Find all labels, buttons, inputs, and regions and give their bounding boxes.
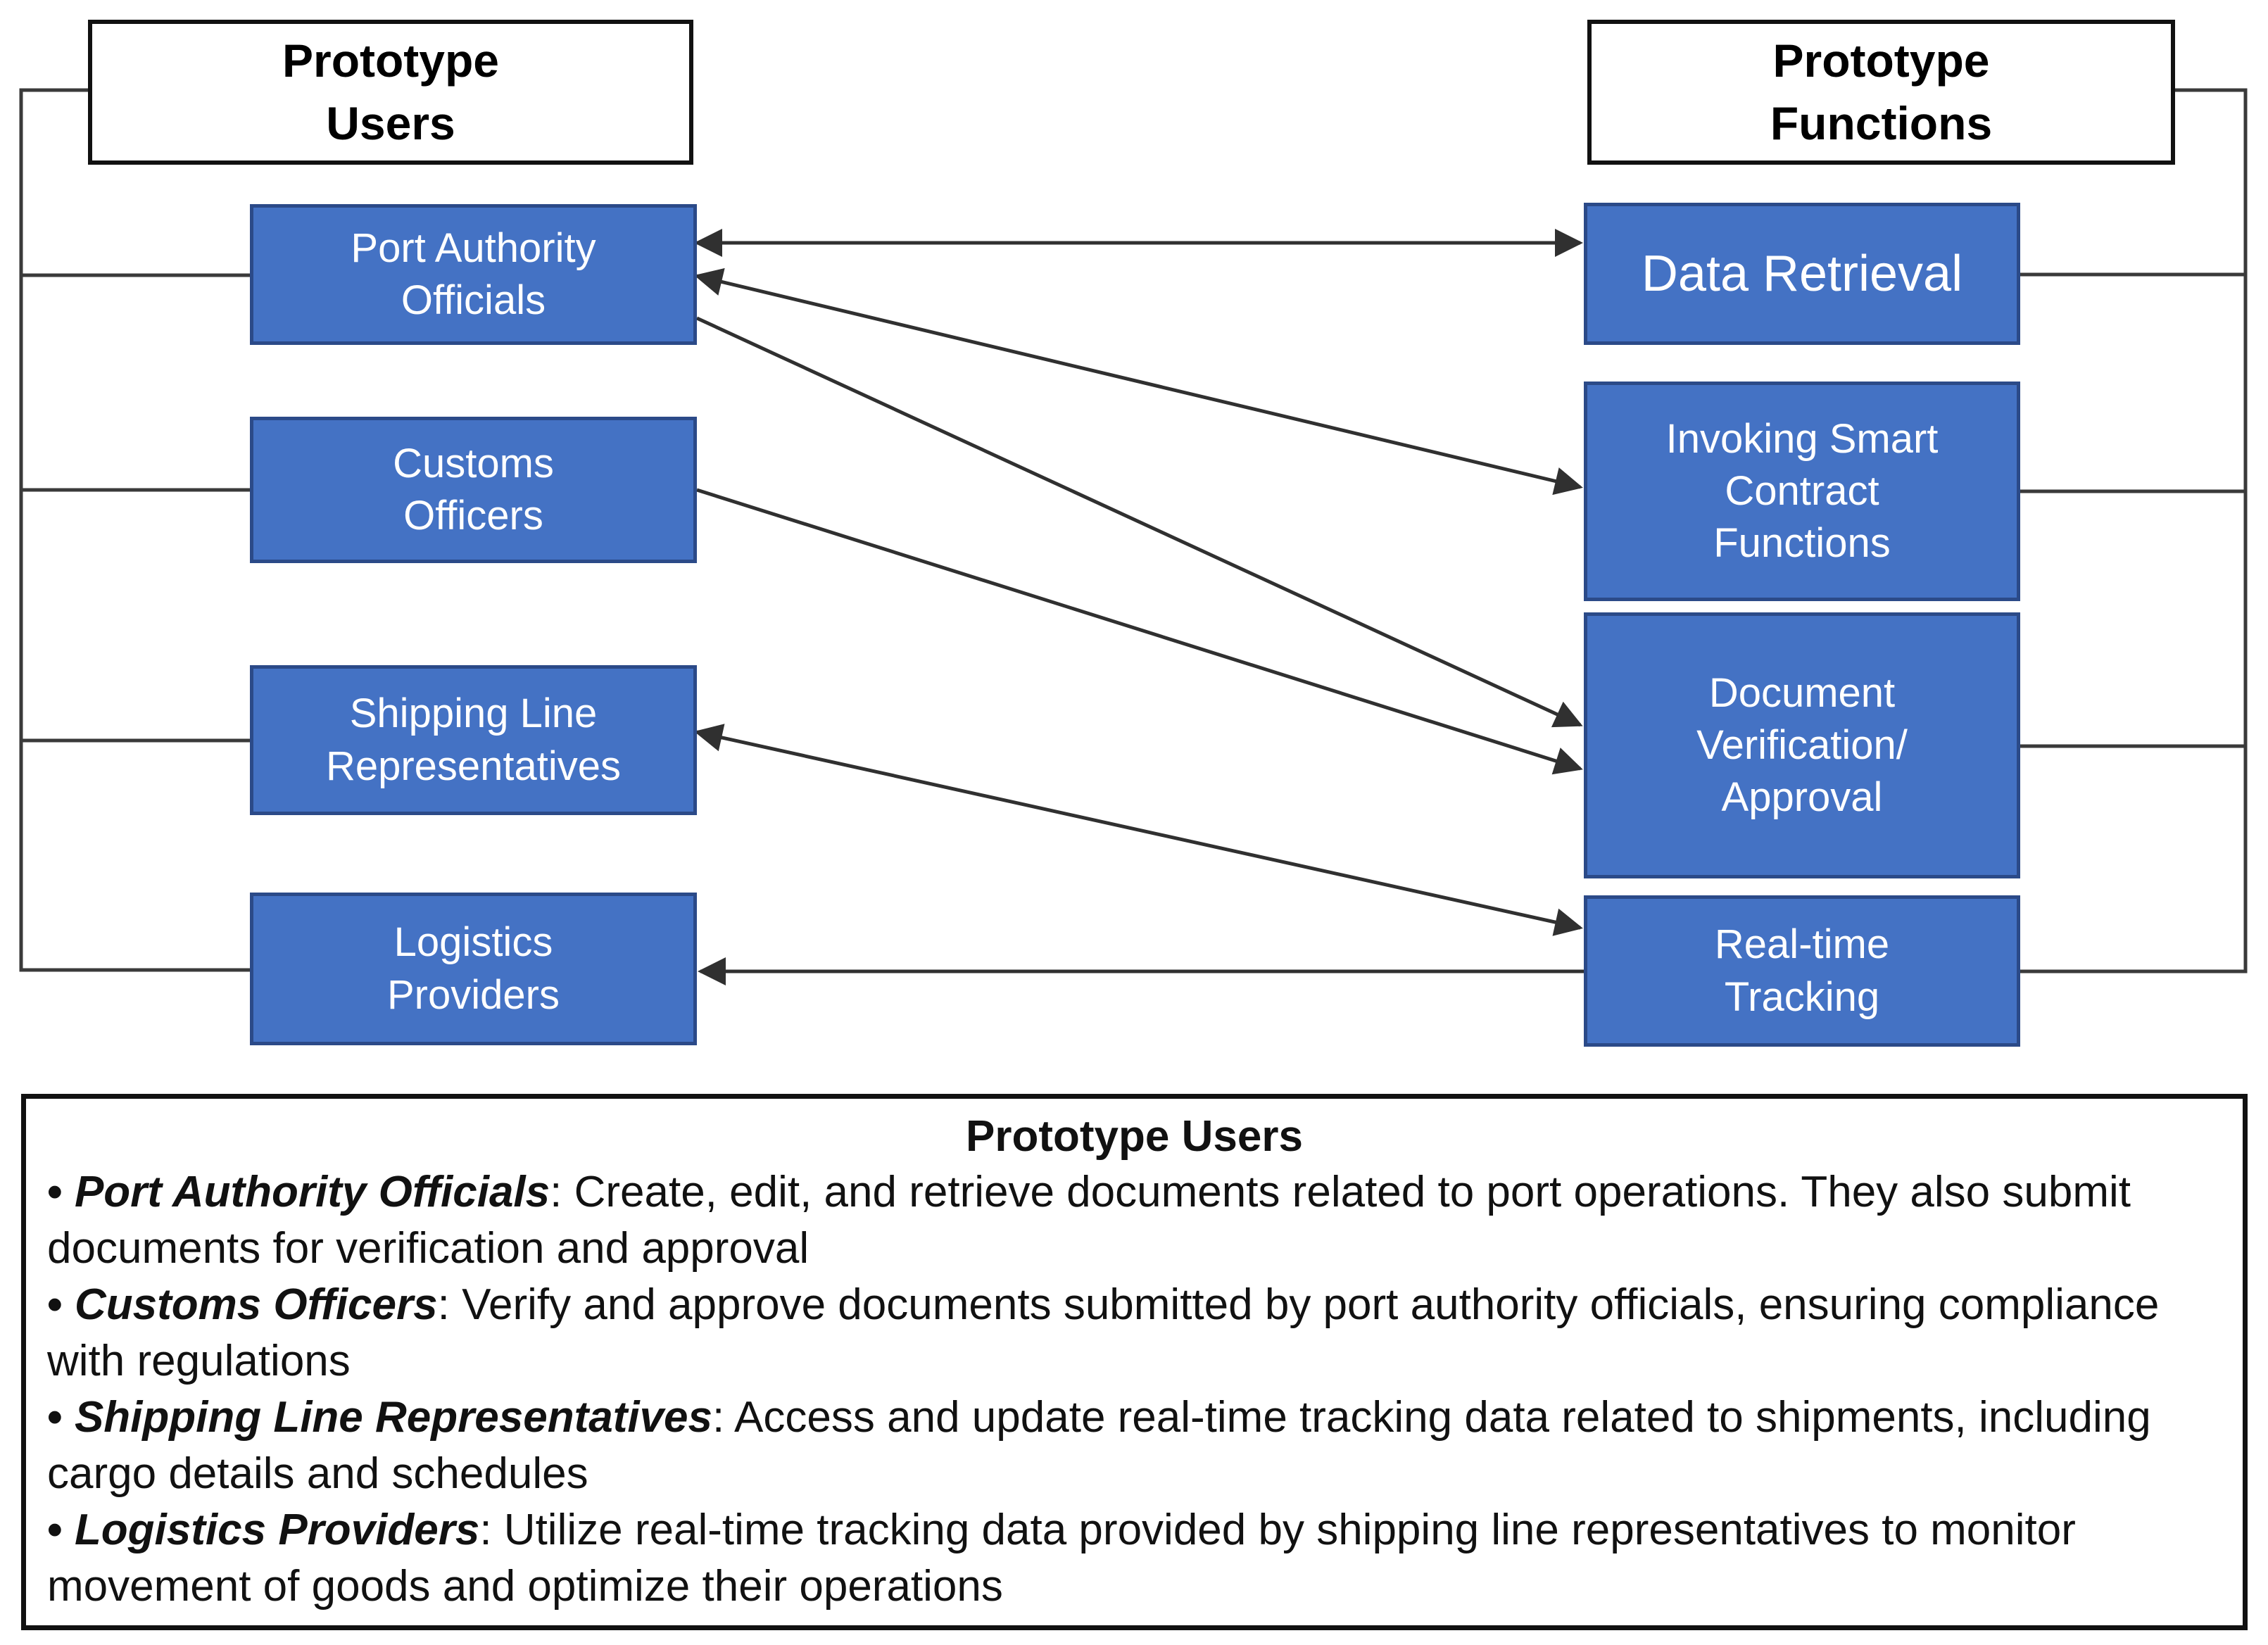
legend-desc: : Verify and approve documents submitted… [47,1280,2160,1386]
legend-body: • Port Authority Officials: Create, edit… [47,1164,2222,1615]
legend-term: Customs Officers [74,1280,438,1330]
legend-item-shipping: • Shipping Line Representatives: Access … [47,1389,2222,1502]
function-box-label: Document Verification/ Approval [1696,669,1908,821]
function-box-real-time-tracking: Real-time Tracking [1584,895,2020,1047]
legend-item-logistics: • Logistics Providers: Utilize real-time… [47,1502,2222,1615]
function-box-data-retrieval: Data Retrieval [1584,203,2020,345]
legend-term: Port Authority Officials [74,1168,550,1217]
legend-desc: : Utilize real-time tracking data provid… [47,1506,2076,1611]
legend-desc: : Access and update real-time tracking d… [47,1393,2151,1499]
function-box-invoking-smart-contract-functions: Invoking Smart Contract Functions [1584,382,2020,601]
legend-item-customs: • Customs Officers: Verify and approve d… [47,1277,2222,1389]
edge-shipping-real-time-tracking [694,724,1583,936]
legend-desc: : Create, edit, and retrieve documents r… [47,1168,2131,1273]
legend-term: Shipping Line Representatives [74,1393,713,1442]
user-box-shipping-line-representatives: Shipping Line Representatives [250,665,697,815]
function-box-document-verification-approval: Document Verification/ Approval [1584,612,2020,878]
function-box-label: Invoking Smart Contract Functions [1665,415,1939,567]
bullet-icon: • [47,1506,75,1555]
bullet-icon: • [47,1168,75,1217]
users-bracket-line [19,88,250,972]
functions-bracket-line [2020,88,2248,973]
legend-title: Prototype Users [966,1112,1303,1161]
user-box-label: Shipping Line Representatives [325,691,622,789]
bullet-icon: • [47,1280,75,1330]
users-header-label: Prototype Users [282,34,500,149]
edge-port-authority-smart-contract [694,267,1583,496]
edge-port-authority-doc-verification [695,316,1583,728]
function-box-label: Data Retrieval [1641,245,1963,302]
users-header-box: Prototype Users [88,20,693,165]
user-box-label: Port Authority Officials [351,225,596,323]
edge-customs-doc-verification [696,488,1583,775]
legend-item-port-authority: • Port Authority Officials: Create, edit… [47,1164,2222,1277]
bullet-icon: • [47,1393,75,1442]
functions-header-label: Prototype Functions [1770,34,1993,149]
functions-header-box: Prototype Functions [1587,20,2175,165]
user-box-label: Customs Officers [393,440,554,538]
user-box-label: Logistics Providers [387,919,560,1018]
legend-box: Prototype Users • Port Authority Officia… [21,1094,2248,1630]
legend-term: Logistics Providers [74,1506,480,1555]
user-box-logistics-providers: Logistics Providers [250,893,697,1045]
user-box-port-authority-officials: Port Authority Officials [250,204,697,345]
user-box-customs-officers: Customs Officers [250,417,697,563]
function-box-label: Real-time Tracking [1714,921,1890,1020]
